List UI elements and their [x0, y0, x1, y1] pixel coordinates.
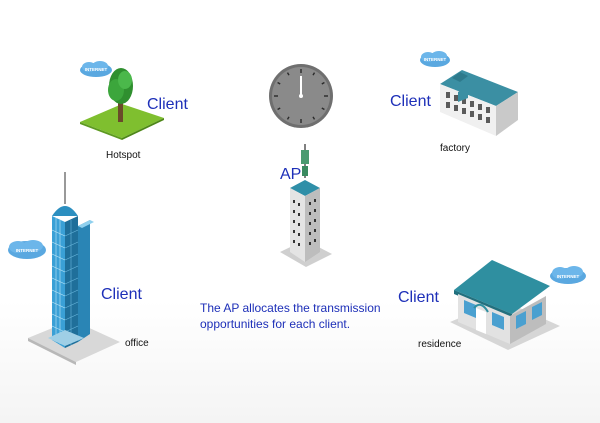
- svg-text:INTERNET: INTERNET: [557, 274, 580, 279]
- hotspot-place-label: Hotspot: [106, 150, 141, 161]
- office-client-label: Client: [101, 286, 142, 303]
- note-line-1: The AP allocates the transmission: [200, 301, 381, 315]
- diagram-note: The AP allocates the transmission opport…: [200, 300, 381, 332]
- internet-cloud-icon: INTERNET: [420, 51, 450, 67]
- office-tower-icon: [28, 172, 120, 365]
- factory-building-icon: [440, 70, 518, 136]
- svg-text:INTERNET: INTERNET: [424, 57, 447, 62]
- svg-text:INTERNET: INTERNET: [16, 248, 39, 253]
- internet-cloud-icon: INTERNET: [80, 61, 112, 77]
- ap-tower-icon: [280, 144, 332, 267]
- hotspot-client-label: Client: [147, 96, 188, 113]
- factory-place-label: factory: [440, 143, 471, 154]
- note-line-2: opportunities for each client.: [200, 317, 351, 331]
- tree-icon: [80, 68, 164, 140]
- internet-cloud-icon: INTERNET: [550, 266, 586, 284]
- internet-cloud-icon: INTERNET: [8, 240, 46, 259]
- factory-client-label: Client: [390, 93, 431, 110]
- residence-place-label: residence: [418, 339, 462, 350]
- residence-client-label: Client: [398, 289, 439, 306]
- svg-text:INTERNET: INTERNET: [85, 67, 108, 72]
- ap-label: AP: [280, 166, 302, 183]
- office-place-label: office: [125, 338, 149, 349]
- clock-icon: [269, 64, 333, 128]
- residence-house-icon: [450, 260, 560, 350]
